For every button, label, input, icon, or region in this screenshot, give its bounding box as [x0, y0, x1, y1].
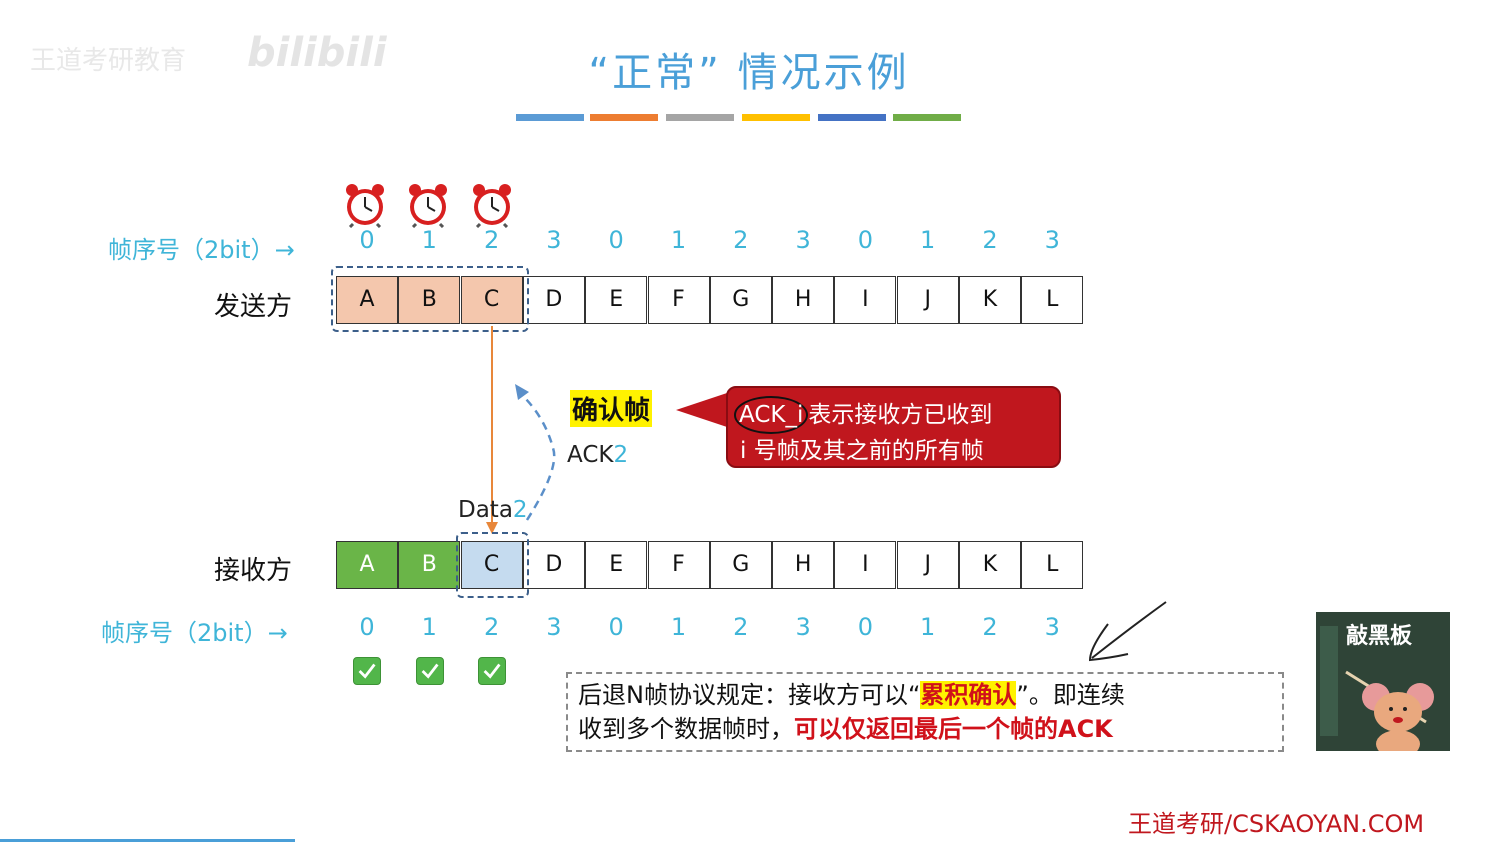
mouse-illustration — [1320, 626, 1434, 751]
data-num: 2 — [512, 497, 528, 523]
sender-frame-cell: G — [709, 276, 772, 324]
ack-arrow — [515, 384, 556, 521]
seq-number: 1 — [670, 226, 687, 254]
title-bar-6 — [893, 114, 961, 121]
receiver-frame-cell: G — [709, 541, 772, 589]
slide-title: “正常” 情况示例 — [588, 50, 910, 96]
callout-pointer — [676, 392, 730, 428]
note-red-text: 可以仅返回最后一个帧的ACK — [794, 715, 1113, 743]
seq-number: 2 — [483, 226, 500, 254]
sender-frame-cell: A — [336, 276, 398, 324]
sender-frame-cell: F — [647, 276, 710, 324]
ack-num: 2 — [613, 442, 629, 468]
data-text: Data — [458, 497, 513, 523]
footer-brand: 王道考研/CSKAOYAN.COM — [1128, 810, 1425, 838]
callout-line-2: i 号帧及其之前的所有帧 — [740, 438, 984, 464]
title-bar-2 — [590, 114, 658, 121]
seq-number: 3 — [1044, 613, 1060, 641]
ack-text: ACK — [567, 442, 614, 468]
alarm-clock-icon — [473, 184, 511, 228]
seq-number: 0 — [359, 613, 375, 641]
check-icon — [416, 657, 444, 685]
alarm-clock-icon — [409, 184, 447, 228]
seq-number: 1 — [670, 613, 687, 641]
sender-frame-cell: K — [959, 276, 1021, 324]
sender-frame-cell: E — [585, 276, 648, 324]
seq-number: 3 — [795, 226, 811, 254]
seq-number: 0 — [608, 613, 624, 641]
receiver-frame-cell: D — [522, 541, 585, 589]
sender-frame-cell: C — [460, 276, 523, 324]
seq-number: 0 — [608, 226, 624, 254]
seq-number: 2 — [982, 226, 998, 254]
sender-frame-cell: I — [834, 276, 897, 324]
seq-number: 2 — [982, 613, 998, 641]
video-progress-bar[interactable] — [0, 839, 295, 842]
seq-number: 1 — [920, 613, 936, 641]
data2-label: Data2 — [458, 497, 528, 523]
seq-number: 3 — [795, 613, 811, 641]
seq-number: 1 — [421, 613, 437, 641]
title-bar-4 — [742, 114, 810, 121]
sender-label: 发送方 — [214, 292, 293, 322]
seq-number: 2 — [733, 226, 749, 254]
cumulative-ack-note: 后退N帧协议规定：接收方可以“累积确认”。即连续 收到多个数据帧时，可以仅返回最… — [566, 672, 1284, 752]
receiver-frame-cell: H — [772, 541, 835, 589]
note-line-2: 收到多个数据帧时，可以仅返回最后一个帧的ACK — [578, 712, 1272, 746]
seq-number: 0 — [359, 226, 375, 254]
top-seq-label: 帧序号（2bit）→ — [108, 236, 295, 264]
title-bar-3 — [666, 114, 734, 121]
avatar-caption: 敲黑板 — [1346, 624, 1413, 649]
receiver-frame-cell: L — [1021, 541, 1084, 589]
note-line-2-pre: 收到多个数据帧时， — [578, 715, 794, 743]
title-bar-1 — [516, 114, 584, 121]
seq-number: 0 — [857, 226, 874, 254]
seq-number: 1 — [920, 226, 936, 254]
sender-frame-cell: H — [772, 276, 835, 324]
seq-number: 3 — [546, 226, 562, 254]
seq-number: 2 — [733, 613, 749, 641]
check-icon — [353, 657, 381, 685]
data-arrow — [486, 326, 498, 534]
check-icon — [478, 657, 506, 685]
seq-number: 3 — [546, 613, 562, 641]
receiver-frame-cell: J — [896, 541, 959, 589]
receiver-frame-cell: I — [834, 541, 897, 589]
sender-frame-cell: J — [896, 276, 959, 324]
knock-blackboard-avatar: 敲黑板 — [1316, 612, 1450, 751]
sender-frame-cell: B — [398, 276, 461, 324]
ack-frame-label: 确认帧 — [570, 390, 653, 427]
ack2-label: ACK2 — [567, 442, 628, 468]
handdrawn-arrow — [1088, 601, 1167, 662]
alarm-clock-icon — [346, 184, 384, 228]
seq-number: 0 — [857, 613, 874, 641]
receiver-frame-cell: K — [959, 541, 1021, 589]
receiver-frame-cell: E — [585, 541, 648, 589]
sender-frame-cell: D — [522, 276, 585, 324]
note-line-1: 后退N帧协议规定：接收方可以“累积确认”。即连续 — [578, 678, 1272, 712]
seq-number: 3 — [1044, 226, 1060, 254]
watermark-text: 王道考研教育 — [30, 46, 187, 76]
sender-frame-cell: L — [1021, 276, 1084, 324]
title-bar-5 — [818, 114, 886, 121]
seq-number: 1 — [421, 226, 437, 254]
receiver-frame-cell: F — [647, 541, 710, 589]
note-line-1-post: ”。即连续 — [1016, 681, 1125, 709]
bilibili-logo: bilibili — [247, 30, 387, 76]
bottom-seq-label: 帧序号（2bit）→ — [101, 619, 288, 647]
seq-number: 2 — [483, 613, 500, 641]
note-line-1-pre: 后退N帧协议规定：接收方可以“ — [578, 681, 921, 709]
callout-line-1-rest: 表示接收方已收到 — [808, 402, 993, 428]
receiver-frame-cell: C — [460, 541, 523, 589]
receiver-label: 接收方 — [214, 556, 293, 586]
sender-window — [331, 266, 529, 332]
note-highlight: 累积确认 — [920, 681, 1017, 709]
ack-i-circled: ACK_i — [734, 396, 809, 434]
receiver-frame-cell: B — [398, 541, 461, 589]
receiver-frame-cell: A — [336, 541, 398, 589]
receiver-window — [456, 532, 529, 598]
